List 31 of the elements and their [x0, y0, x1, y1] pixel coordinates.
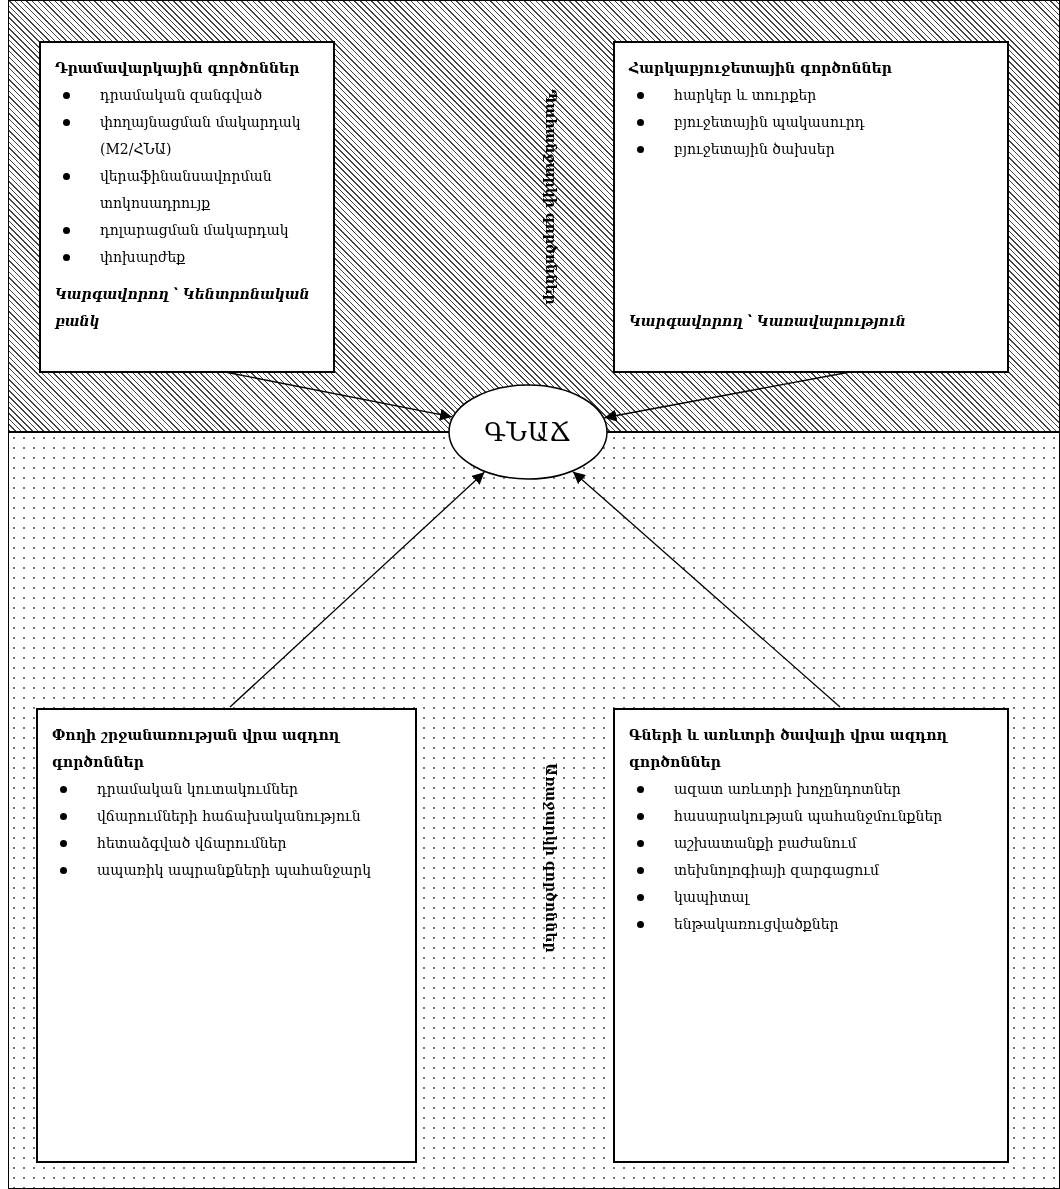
factor-box	[613, 41, 1009, 373]
arrow	[229, 471, 486, 708]
bullet-item: փողայնացման մակարդակ (M2/ՀՆԱ)	[100, 113, 302, 159]
bullet-item: ապառիկ ապրանքների պահանջարկ	[97, 861, 372, 880]
bullet-item: հարկեր և տուրքեր	[674, 86, 817, 105]
vertical-label: Պահանջարկի գործոններ	[542, 89, 560, 305]
bullet-item: տեխնոլոգիայի զարգացում	[674, 861, 880, 880]
bullet-item: բյուջետային պակասուրդ	[674, 113, 865, 132]
bullet-item: դրամական կուտակումներ	[97, 780, 299, 799]
bullet-item: կապիտալ	[674, 888, 749, 907]
bullet-item: աշխատանքի բաժանում	[674, 834, 857, 853]
bullet-item: ազատ առևտրի խոչընդոտներ	[674, 780, 901, 799]
vertical-label: Առաջարկի գործոններ	[542, 763, 560, 953]
bullet-item: ենթակառուցվածքներ	[674, 915, 839, 934]
bullet-item: վճարումների հաճախականություն	[97, 807, 361, 826]
bullet-item: բյուջետային ծախսեր	[674, 140, 835, 159]
factor-box	[39, 41, 335, 373]
bullet-item: փոխարժեք	[100, 248, 186, 267]
bullet-item: դոլարացման մակարդակ	[100, 221, 289, 240]
arrow	[603, 371, 851, 422]
bullet-item: հասարակության պահանջմունքներ	[674, 807, 943, 826]
bullet-item: հետաձգված վճարումներ	[97, 834, 287, 853]
arrow	[572, 471, 841, 708]
factor-box	[36, 708, 417, 1163]
bullet-item: դրամական զանգված	[100, 86, 262, 105]
factor-box	[613, 708, 1009, 1163]
box-heading: Հարկաբյուջետային գործոններ	[629, 59, 893, 78]
note-text: Կարգավորող ՝ Կառավարություն	[629, 312, 907, 331]
note-text: Կարգավորող ՝ Կենտրոնական բանկ	[55, 285, 311, 331]
box-heading: Դրամավարկային գործոններ	[55, 59, 301, 78]
center-label: ԳՆԱՃ	[484, 415, 572, 449]
